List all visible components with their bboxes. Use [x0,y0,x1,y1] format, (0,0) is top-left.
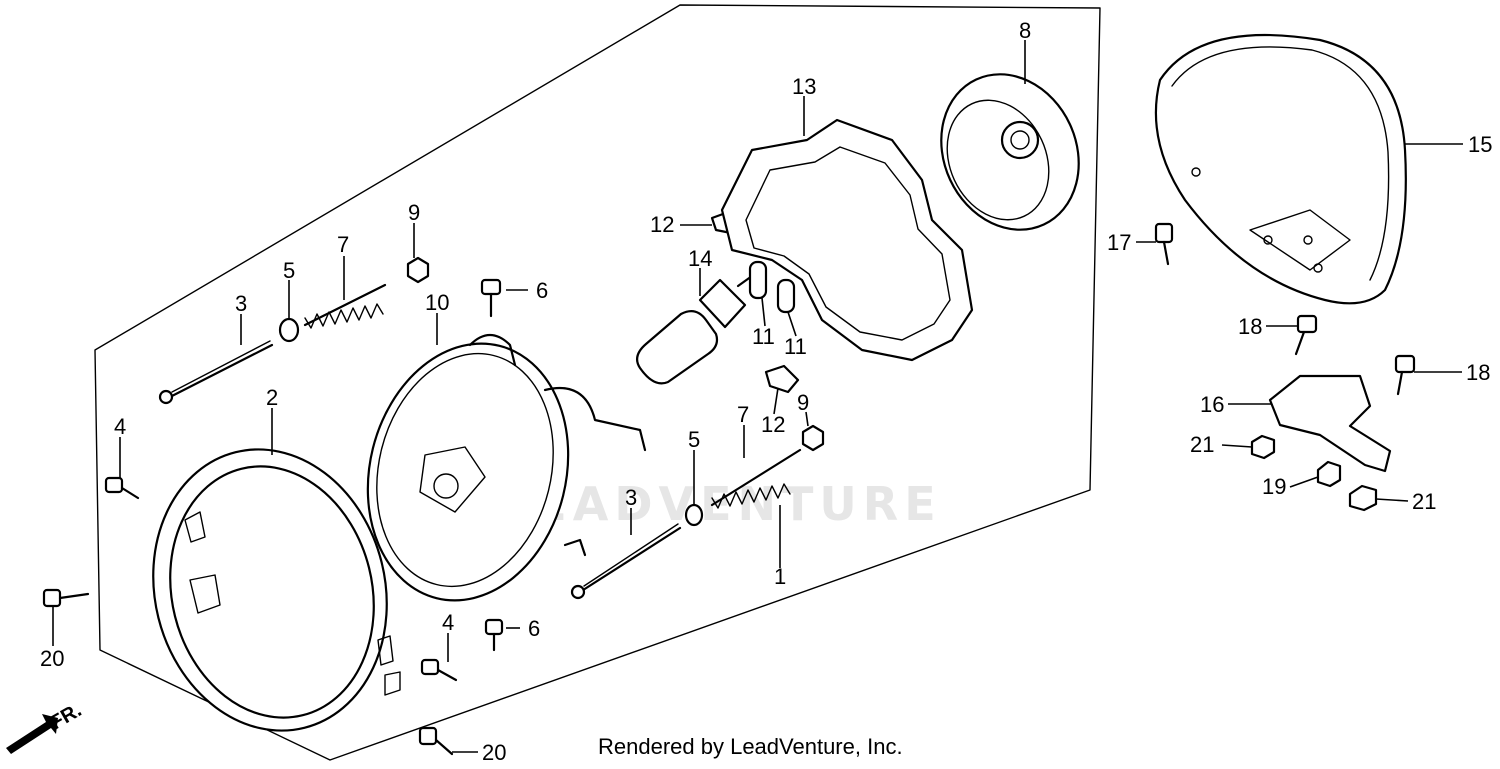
callout-14: 14 [688,246,712,271]
screw-4-bottom [420,658,458,682]
clip-11-right [776,278,796,314]
nut-21-lower [1348,484,1378,512]
callout-16: 16 [1200,392,1224,417]
callout-21-lower: 21 [1412,489,1436,514]
callout-11-right: 11 [784,334,807,359]
callout-5-lower: 5 [688,427,700,452]
callout-20-bottom: 20 [482,740,506,765]
nut-19 [1316,460,1342,488]
clip-12-lower [764,364,800,394]
callout-3-lower: 3 [625,485,637,510]
bolt-20-left [42,588,90,608]
callout-2: 2 [266,385,278,410]
screw-4-left [104,476,140,500]
callout-9-upper: 9 [408,200,420,225]
callout-9-lower: 9 [797,390,809,415]
callout-3-upper: 3 [235,291,247,316]
callout-13: 13 [792,74,816,99]
nut-lower [801,424,825,452]
callout-6-upper: 6 [536,278,548,303]
callout-18-right: 18 [1466,360,1490,385]
rear-cover [940,73,1080,231]
screw-6-lower [484,618,504,652]
leader-lines [52,40,1463,753]
washer-upper [278,317,300,343]
callout-21-upper: 21 [1190,432,1214,457]
headlight-bulb [635,274,754,385]
bolt-18-upper [1294,314,1318,356]
adjust-screw-upper [158,340,274,405]
callout-7-upper: 7 [337,232,349,257]
callout-7-lower: 7 [737,402,749,427]
callout-1: 1 [774,564,786,589]
front-direction-arrow: FR. [6,699,85,754]
nut-upper [406,256,430,284]
mount-bracket [1268,374,1392,473]
nut-21-upper [1250,434,1276,460]
callout-10: 10 [425,290,449,315]
headlight-case [1154,34,1407,305]
callout-labels: 1 2 3 3 4 4 5 5 6 6 7 7 8 9 9 10 11 11 1… [40,18,1492,765]
callout-4-bottom: 4 [442,610,454,635]
callout-20-left: 20 [40,646,64,671]
spring-lower [710,448,802,509]
bolt-18-right [1394,354,1416,396]
washer-lower [684,503,704,527]
callout-19: 19 [1262,474,1286,499]
bolt-17 [1154,222,1174,266]
bolt-20-bottom [418,726,454,756]
callout-11-left: 11 [752,324,775,349]
callout-4-left: 4 [114,414,126,439]
bulb-frame [720,118,974,362]
adjust-screw-lower [570,523,682,600]
callout-15: 15 [1468,132,1492,157]
render-credit: Rendered by LeadVenture, Inc. [598,734,903,759]
callout-12-upper: 12 [650,212,674,237]
assembly-outline [94,4,1101,761]
watermark: LEADVENTURE [500,477,942,531]
screw-6-upper [480,278,502,318]
headlight-rim [152,448,401,732]
callout-18-upper: 18 [1238,314,1262,339]
callout-17: 17 [1107,230,1131,255]
callout-5-upper: 5 [283,258,295,283]
callout-6-lower: 6 [528,616,540,641]
headlight-unit [366,333,647,602]
callout-12-lower: 12 [761,412,785,437]
callout-8: 8 [1019,18,1031,43]
clip-11-left [748,260,768,300]
spring-upper [303,283,387,329]
